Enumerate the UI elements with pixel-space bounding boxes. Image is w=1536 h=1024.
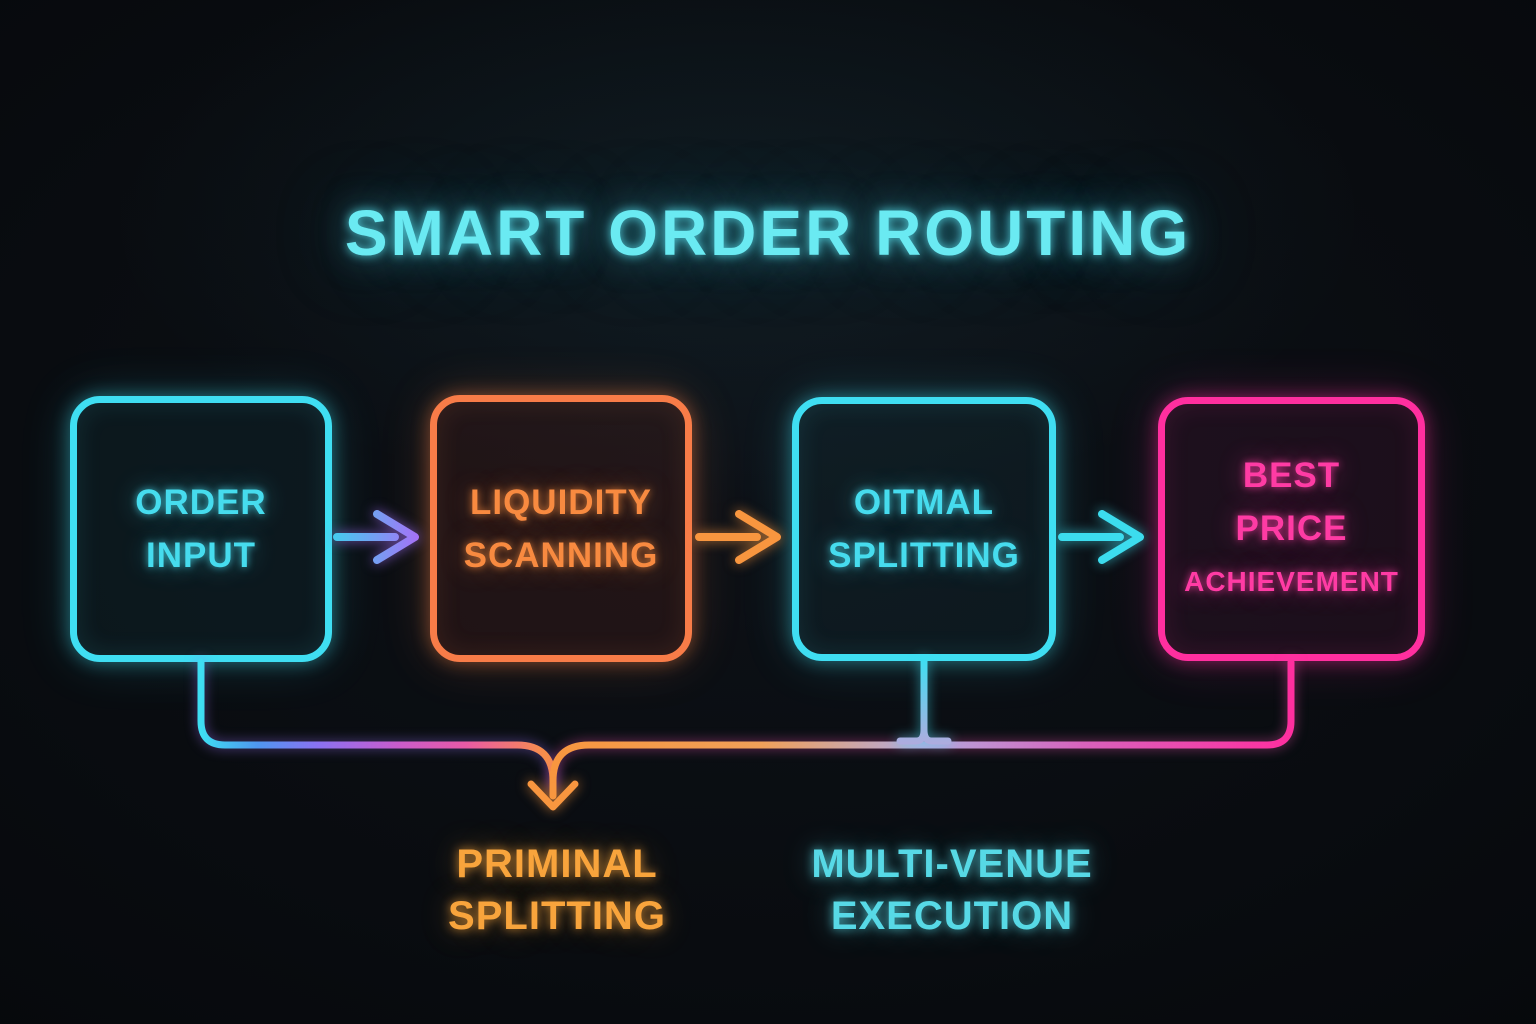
- node-liquidity-scanning-label: LIQUIDITY SCANNING: [464, 476, 659, 582]
- node-best-price-achievement: BEST PRICE ACHIEVEMENT: [1158, 397, 1425, 661]
- label-line: SPLITTING: [448, 894, 666, 938]
- node-liquidity-scanning: LIQUIDITY SCANNING: [430, 395, 692, 662]
- label-line: PRIMINAL: [456, 842, 658, 886]
- node-order-input-label: ORDER INPUT: [135, 476, 266, 582]
- node-line: SCANNING: [463, 535, 659, 575]
- node-optimal-splitting: OITMAL SPLITTING: [792, 397, 1056, 661]
- node-line: INPUT: [146, 536, 256, 575]
- down-arrow-icon: [527, 780, 579, 811]
- connector-right-branch: [549, 658, 1295, 792]
- node-line: SPLITTING: [828, 536, 1020, 575]
- node-line: PRICE: [1235, 509, 1348, 548]
- label-multi-venue-execution: MULTI-VENUE EXECUTION: [772, 838, 1132, 942]
- node-line: ORDER: [135, 483, 267, 522]
- diagram-title: SMART ORDER ROUTING: [344, 197, 1192, 269]
- node-optimal-splitting-label: OITMAL SPLITTING: [828, 476, 1020, 582]
- node-order-input: ORDER INPUT: [70, 396, 332, 662]
- label-line: EXECUTION: [830, 894, 1074, 938]
- node-line: OITMAL: [853, 483, 995, 522]
- flow-arrow-icon: [333, 510, 419, 564]
- node-line: LIQUIDITY: [469, 482, 653, 522]
- connector-left-branch: [197, 658, 557, 792]
- flow-arrow-icon: [695, 510, 781, 564]
- flow-arrow-icon: [1058, 510, 1144, 564]
- node-line: BEST: [1242, 456, 1341, 495]
- node-best-price-achievement-label: BEST PRICE ACHIEVEMENT: [1184, 449, 1399, 609]
- connector-middle-branch: [896, 656, 952, 745]
- label-priminal-splitting: PRIMINAL SPLITTING: [397, 838, 717, 942]
- node-line: ACHIEVEMENT: [1184, 566, 1399, 597]
- label-line: MULTI-VENUE: [811, 842, 1093, 886]
